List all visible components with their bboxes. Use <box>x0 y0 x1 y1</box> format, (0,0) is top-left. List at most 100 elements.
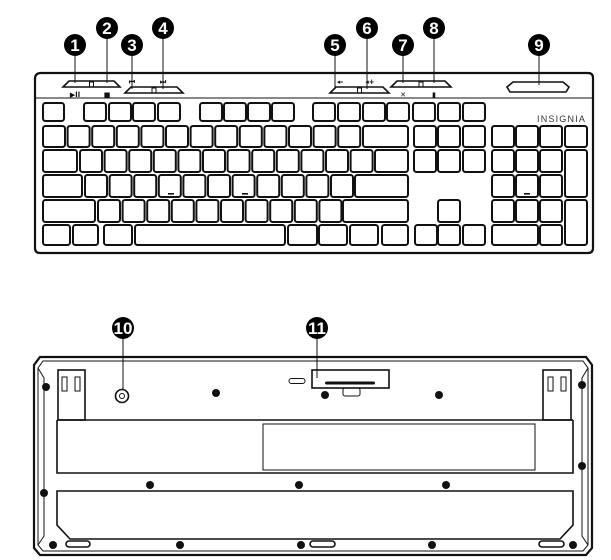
stop-icon: ■ <box>104 91 111 99</box>
key <box>157 102 181 122</box>
key <box>362 102 386 122</box>
key <box>275 149 300 173</box>
key <box>381 224 409 246</box>
key <box>182 174 207 198</box>
key <box>214 125 239 148</box>
key <box>325 149 349 173</box>
home-key-bump <box>242 193 248 195</box>
key <box>414 224 438 246</box>
home-key-bump <box>168 193 174 195</box>
svg-text:5: 5 <box>330 36 339 55</box>
volume-down-icon: ◂- <box>337 78 344 86</box>
play-pause-icon: ▶ll <box>70 91 80 99</box>
screw <box>212 389 220 397</box>
key <box>195 199 220 223</box>
key <box>539 149 563 173</box>
key <box>133 174 158 198</box>
key <box>157 174 182 198</box>
key <box>146 199 171 223</box>
key <box>437 125 461 148</box>
key <box>342 199 409 223</box>
keyboard-bottom-view: 10 11 <box>32 317 594 557</box>
key <box>564 199 588 246</box>
key <box>337 125 362 148</box>
key <box>103 149 128 173</box>
key <box>84 174 108 198</box>
key <box>515 199 539 223</box>
callout-8: 8 <box>423 17 445 39</box>
media-key-bar <box>389 80 453 88</box>
upper-panel <box>56 419 574 474</box>
svg-text:11: 11 <box>308 319 326 338</box>
callout-10: 10 <box>112 317 134 339</box>
power-switch <box>114 388 130 404</box>
key <box>312 102 336 122</box>
svg-text:1: 1 <box>70 36 79 55</box>
key <box>539 224 563 246</box>
svg-text:10: 10 <box>114 319 133 338</box>
key <box>462 102 486 122</box>
key <box>413 149 437 173</box>
key <box>386 102 410 122</box>
key <box>515 125 539 148</box>
media-key-bar <box>61 80 122 88</box>
key <box>300 149 325 173</box>
screw <box>295 481 303 489</box>
key <box>491 174 515 198</box>
key <box>152 149 177 173</box>
key <box>288 125 312 148</box>
svg-text:7: 7 <box>398 36 407 55</box>
callout-3: 3 <box>121 34 143 56</box>
key <box>42 224 71 246</box>
key <box>280 174 305 198</box>
volume-up-icon: ◂+ <box>365 78 375 86</box>
key <box>199 102 223 122</box>
key <box>515 149 539 173</box>
key <box>412 102 436 122</box>
key <box>66 125 91 148</box>
screw <box>297 541 305 549</box>
key <box>202 149 226 173</box>
screw <box>176 541 184 549</box>
svg-text:2: 2 <box>102 19 111 38</box>
key <box>108 102 132 122</box>
key <box>263 125 288 148</box>
key <box>251 149 276 173</box>
key <box>134 224 286 246</box>
screw <box>428 541 436 549</box>
screw <box>578 462 586 470</box>
key <box>349 149 374 173</box>
key <box>256 174 281 198</box>
key <box>244 199 269 223</box>
screw <box>578 381 586 389</box>
key <box>189 125 214 148</box>
screw <box>321 391 329 399</box>
callout-7: 7 <box>392 34 414 56</box>
key <box>437 102 461 122</box>
battery-indicator-icon: ▮ <box>432 91 436 99</box>
callout-11: 11 <box>306 317 328 339</box>
key-grid <box>42 102 588 246</box>
status-panel <box>505 81 571 93</box>
key <box>539 174 563 198</box>
key <box>223 102 247 122</box>
rubber-foot <box>65 540 91 548</box>
key <box>83 102 107 122</box>
key <box>337 102 361 122</box>
key <box>42 102 65 122</box>
key <box>491 199 515 223</box>
key <box>491 125 515 148</box>
callout-4: 4 <box>152 17 174 39</box>
key <box>121 199 146 223</box>
key <box>462 125 486 148</box>
key <box>220 199 244 223</box>
lower-panel <box>56 490 574 540</box>
key <box>207 174 231 198</box>
key <box>491 224 539 246</box>
callout-2: 2 <box>96 17 118 39</box>
battery-cover <box>311 369 390 397</box>
key <box>413 125 437 148</box>
key <box>491 149 515 173</box>
